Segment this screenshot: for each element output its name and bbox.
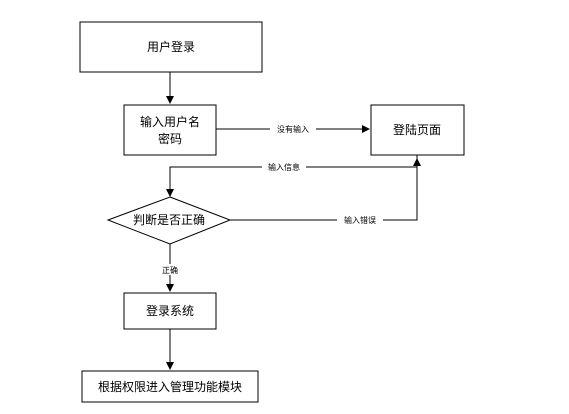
edge-label-bg — [337, 214, 383, 225]
node-login-page-label: 登陆页面 — [393, 122, 441, 137]
node-login-system-label: 登录系统 — [146, 303, 194, 318]
node-user-login: 用户登录 — [79, 21, 263, 73]
node-input-credentials-line2: 密码 — [158, 131, 182, 146]
edge-label-input-info: 输入信息 — [268, 162, 300, 172]
edge-label-no-input: 没有输入 — [277, 124, 309, 134]
edge-label-bg — [262, 161, 306, 172]
node-login-page: 登陆页面 — [370, 104, 465, 156]
edge-input-error — [230, 158, 421, 221]
node-login-system: 登录系统 — [123, 292, 217, 330]
node-user-login-label: 用户登录 — [147, 39, 195, 54]
node-enter-module: 根据权限进入管理功能模块 — [81, 370, 259, 403]
node-check-correct-label: 判断是否正确 — [133, 212, 205, 227]
edge-label-correct: 正确 — [162, 265, 178, 275]
edge-label-bg — [270, 123, 316, 134]
node-input-credentials: 输入用户名 密码 — [123, 104, 217, 156]
edge-label-input-error: 输入错误 — [344, 215, 376, 225]
node-check-correct: 判断是否正确 — [106, 196, 232, 245]
node-input-credentials-line1: 输入用户名 — [140, 114, 200, 129]
edge-label-bg — [156, 264, 184, 275]
node-enter-module-label: 根据权限进入管理功能模块 — [98, 379, 242, 394]
